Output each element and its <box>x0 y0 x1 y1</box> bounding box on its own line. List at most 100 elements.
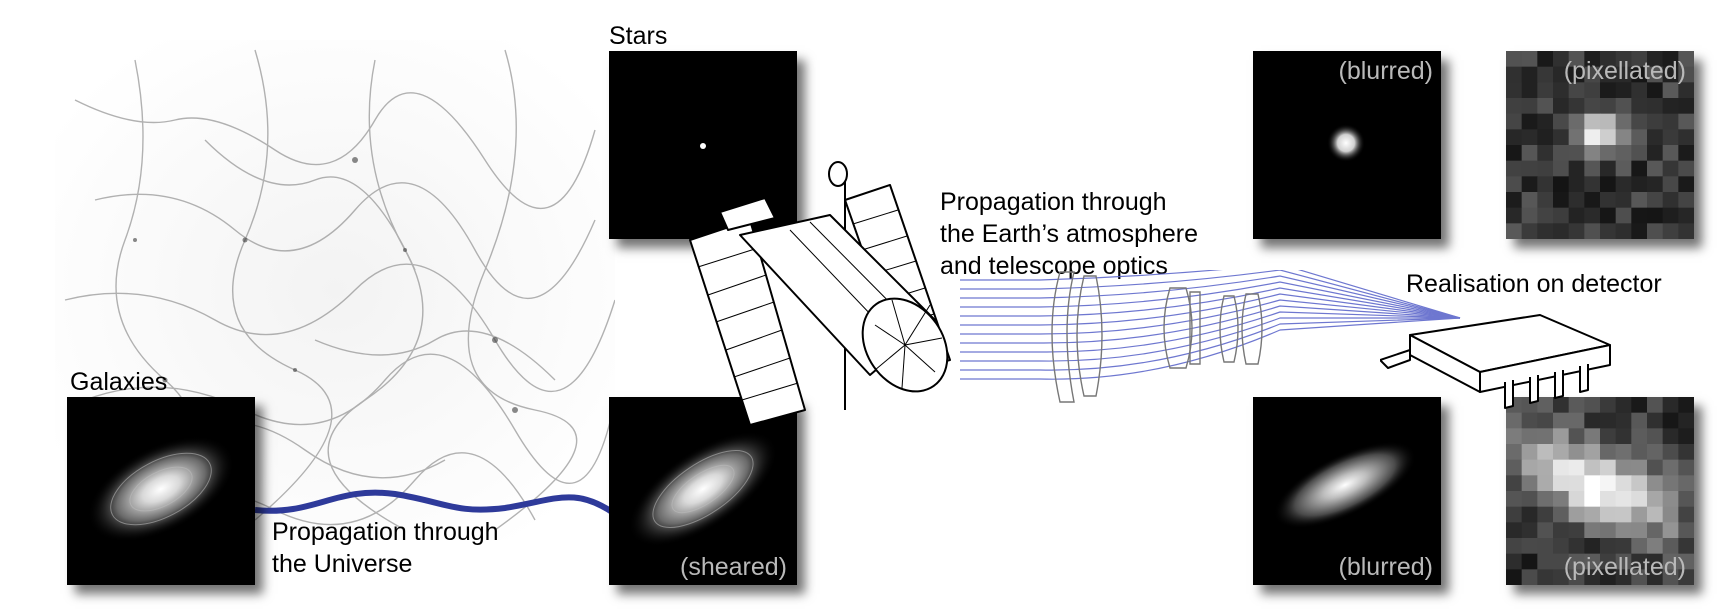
star-pixel <box>1506 113 1523 130</box>
star-pixel <box>1568 129 1585 146</box>
star-pixel <box>1584 113 1601 130</box>
galaxy-pixel <box>1521 475 1538 492</box>
star-pixel <box>1631 145 1648 162</box>
galaxy-pixel <box>1537 553 1554 570</box>
star-pixel <box>1647 98 1664 115</box>
star-pixel <box>1662 98 1679 115</box>
star-pixel <box>1521 82 1538 99</box>
star-pixel <box>1506 160 1523 177</box>
light-ray <box>960 287 1461 319</box>
galaxy-pixel <box>1600 538 1617 555</box>
star-pixel <box>1615 113 1632 130</box>
galaxy-pixel <box>1537 569 1554 585</box>
universe-propagation-label-line1: Propagation through <box>272 518 499 546</box>
galaxy-pixel <box>1568 459 1585 476</box>
galaxy-pixel <box>1678 428 1694 445</box>
galaxy-pixel <box>1553 538 1570 555</box>
star-pixel <box>1506 192 1523 209</box>
galaxy-pixel <box>1568 491 1585 508</box>
star-pixel <box>1506 66 1523 83</box>
galaxy-pixel <box>1584 459 1601 476</box>
galaxy-pixel <box>1615 522 1632 539</box>
galaxy-pixel <box>1600 459 1617 476</box>
galaxy-pixel <box>1537 506 1554 523</box>
star-pixel <box>1584 207 1601 224</box>
star-pixel <box>1584 223 1601 239</box>
star-pixel <box>1662 192 1679 209</box>
star-pixel <box>1678 113 1694 130</box>
galaxy-pixel <box>1600 475 1617 492</box>
galaxy-pixel <box>1615 569 1632 585</box>
galaxy-pixel <box>1568 569 1585 585</box>
galaxy-pixel <box>1631 459 1648 476</box>
galaxy-pixel <box>1678 412 1694 429</box>
star-pixel <box>1553 223 1570 239</box>
galaxy-pixel <box>1521 506 1538 523</box>
pixellated-galaxy-label: (pixellated) <box>1563 553 1686 581</box>
star-pixel <box>1647 66 1664 83</box>
galaxy-pixel <box>1631 428 1648 445</box>
star-pixel <box>1568 223 1585 239</box>
star-pixel <box>1600 98 1617 115</box>
galaxy-pixel <box>1647 412 1664 429</box>
galaxy-pixel <box>1631 444 1648 461</box>
star-pixel <box>1568 145 1585 162</box>
star-pixel <box>1537 98 1554 115</box>
galaxy-pixel <box>1678 553 1694 570</box>
galaxy-pixel <box>1615 538 1632 555</box>
star-pixel <box>1553 192 1570 209</box>
galaxy-pixel <box>1600 444 1617 461</box>
galaxy-pixel <box>1678 397 1694 414</box>
star-pixel <box>1553 176 1570 193</box>
galaxy-pixel <box>1568 412 1585 429</box>
galaxy-pixel <box>1631 569 1648 585</box>
star-pixel <box>1553 98 1570 115</box>
blurred-galaxy-panel: (blurred) <box>1253 397 1441 585</box>
galaxy-pixel <box>1521 569 1538 585</box>
star-pixel <box>1615 129 1632 146</box>
galaxy-pixel <box>1678 522 1694 539</box>
star-pixel <box>1568 160 1585 177</box>
galaxy-pixel <box>1553 428 1570 445</box>
light-ray <box>960 317 1461 380</box>
galaxy-pixel <box>1568 475 1585 492</box>
star-pixel <box>1537 113 1554 130</box>
galaxy-pixel <box>1615 428 1632 445</box>
star-pixel <box>1506 145 1523 162</box>
light-ray <box>960 270 1461 319</box>
star-pixel <box>1662 145 1679 162</box>
galaxy-pixel <box>1584 569 1601 585</box>
galaxy-pixel <box>1537 459 1554 476</box>
star-pixel <box>1647 223 1664 239</box>
atmosphere-propagation-label-line2: the Earth’s atmosphere <box>940 220 1199 248</box>
star-pixel <box>1678 160 1694 177</box>
galaxy-pixel <box>1615 506 1632 523</box>
galaxy-pixel <box>1537 412 1554 429</box>
galaxy-pixel <box>1568 428 1585 445</box>
star-pixel <box>1631 176 1648 193</box>
star-pixel <box>1600 129 1617 146</box>
galaxy-pixel <box>1584 428 1601 445</box>
galaxy-pixel <box>1584 412 1601 429</box>
galaxy-pixel <box>1600 397 1617 414</box>
galaxy-pixel <box>1647 397 1664 414</box>
galaxy-pixel <box>1631 522 1648 539</box>
galaxy-pixel <box>1631 491 1648 508</box>
star-pixel <box>1647 82 1664 99</box>
star-pixel <box>1662 223 1679 239</box>
galaxy-pixel <box>1662 522 1679 539</box>
star-pixel <box>1662 51 1679 68</box>
detector-chip-icon <box>1380 314 1611 409</box>
star-pixel <box>1537 160 1554 177</box>
galaxy-pixel <box>1568 444 1585 461</box>
galaxy-pixel <box>1631 475 1648 492</box>
galaxy-pixel <box>1506 428 1523 445</box>
star-pixel <box>1521 176 1538 193</box>
galaxy-pixel <box>1615 397 1632 414</box>
star-pixel <box>1631 51 1648 68</box>
galaxy-pixel <box>1584 538 1601 555</box>
blurred-galaxy-label: (blurred) <box>1338 553 1433 581</box>
galaxy-pixel <box>1647 553 1664 570</box>
galaxy-pixel <box>1615 412 1632 429</box>
galaxy-pixel <box>1662 412 1679 429</box>
